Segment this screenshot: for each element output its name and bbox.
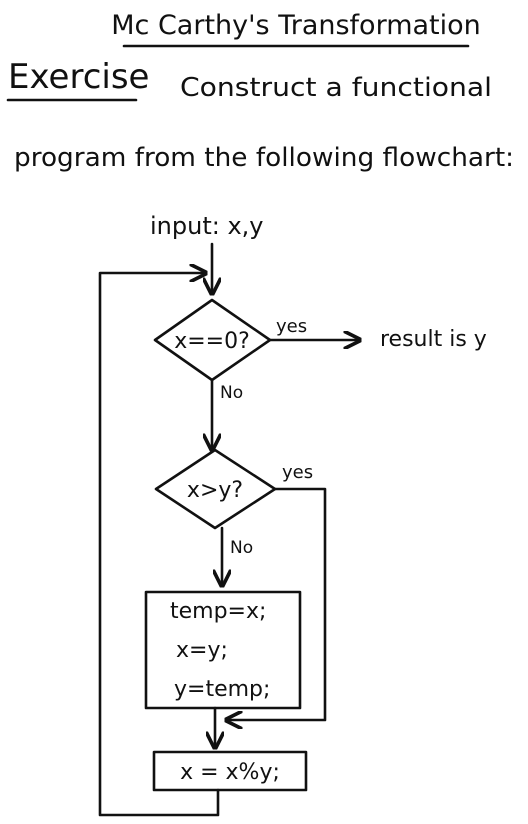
- decision-1-no-label: No: [220, 383, 243, 403]
- decision-1-text: x==0?: [174, 329, 250, 354]
- swap-line-3: y=temp;: [174, 677, 270, 702]
- instruction-line-1: Construct a functional: [180, 73, 492, 103]
- loop-back-line: [98, 273, 220, 817]
- decision-2-yes-label: yes: [282, 462, 313, 483]
- decision-2-yes-line: [228, 487, 327, 720]
- exercise-heading: Exercise: [8, 57, 149, 97]
- decision-2-text: x>y?: [187, 478, 243, 503]
- page-title: Mc Carthy's Transformation: [111, 10, 481, 41]
- result-label: result is y: [380, 327, 487, 352]
- modulo-process-box: [152, 750, 308, 792]
- decision-x-greater-y: [154, 448, 277, 530]
- modulo-text: x = x%y;: [180, 760, 280, 785]
- swap-process-box: [144, 590, 302, 710]
- swap-line-1: temp=x;: [170, 599, 266, 624]
- swap-line-2: x=y;: [176, 638, 228, 663]
- input-label: input: x,y: [150, 212, 263, 240]
- decision-1-yes-label: yes: [276, 316, 307, 337]
- decision-2-no-label: No: [230, 538, 253, 558]
- instruction-line-2: program from the following flowchart:: [14, 143, 514, 173]
